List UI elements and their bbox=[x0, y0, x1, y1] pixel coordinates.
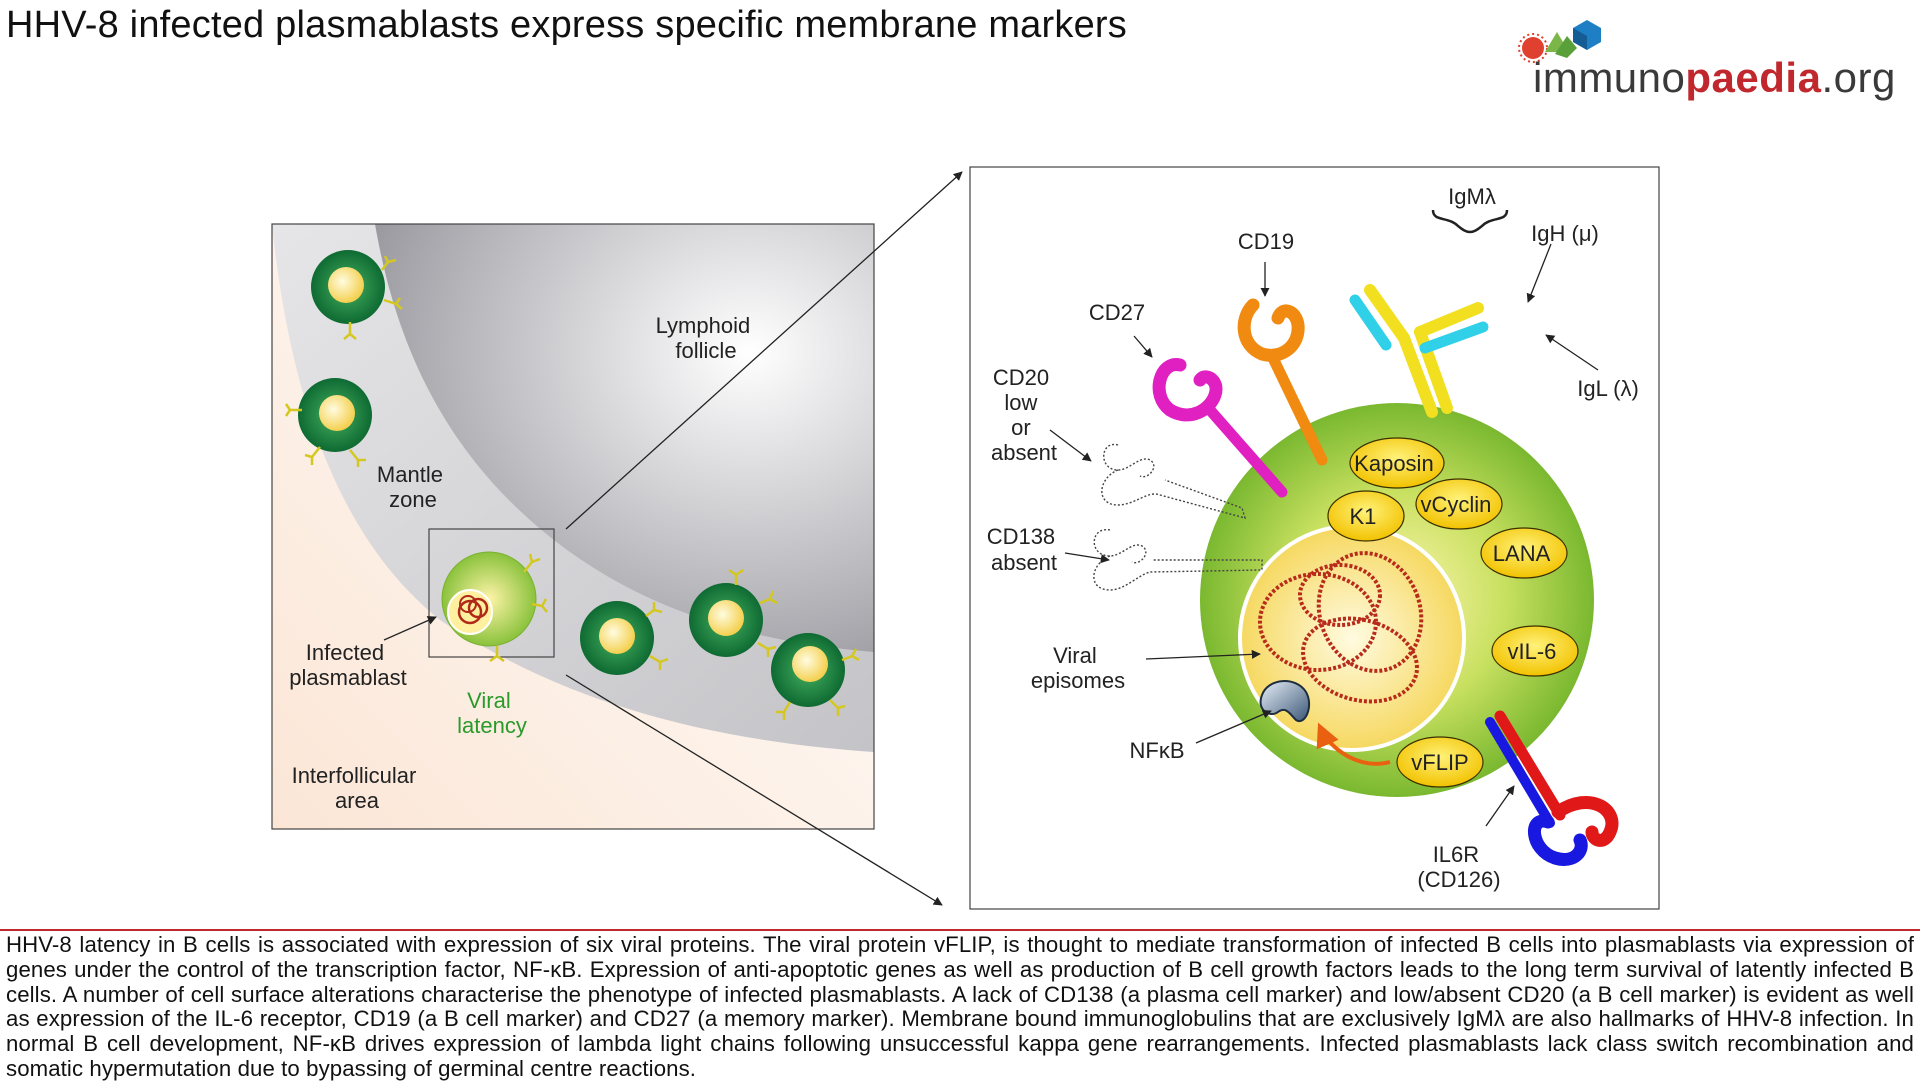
b-cell bbox=[771, 633, 860, 720]
label-cd20: CD20 low or absent bbox=[991, 365, 1057, 465]
zoom-line-bottom bbox=[565, 674, 943, 906]
label-il6r: IL6R (CD126) bbox=[1417, 842, 1500, 892]
label-cd19: CD19 bbox=[1238, 229, 1294, 254]
kaposin-protein bbox=[1349, 437, 1445, 489]
logo-part-paedia: paedia bbox=[1685, 54, 1822, 101]
cd27-receptor bbox=[1152, 358, 1288, 498]
label-vil6: vIL-6 bbox=[1507, 639, 1556, 664]
cd138-receptor bbox=[1093, 529, 1263, 591]
label-kaposin: Kaposin bbox=[1354, 451, 1434, 476]
logo-graphic bbox=[1518, 20, 1601, 63]
label-igl: IgL (λ) bbox=[1577, 376, 1639, 401]
label-vcyclin: vCyclin bbox=[1420, 492, 1491, 517]
cell-detail-panel: Kaposin K1 vCyclin LANA vIL-6 vFLIP bbox=[969, 166, 1660, 910]
label-viral-latency: Viral latency bbox=[457, 688, 527, 738]
il6r-receptor bbox=[1485, 710, 1619, 866]
logo-part-immuno: immuno bbox=[1533, 54, 1686, 101]
figure-diagram: Lymphoid follicle Mantle zone Infected p… bbox=[271, 166, 1660, 910]
zoom-line-top bbox=[565, 171, 963, 530]
label-interfollicular-area: Interfollicular area bbox=[292, 763, 423, 813]
label-vflip: vFLIP bbox=[1411, 750, 1468, 775]
pointer-arrows bbox=[1049, 243, 1599, 827]
infected-plasmablast-cell bbox=[441, 551, 548, 663]
viral-proteins bbox=[1327, 437, 1579, 788]
b-cell bbox=[284, 378, 372, 467]
label-igh: IgH (μ) bbox=[1531, 221, 1599, 246]
igm-lambda-receptor bbox=[1349, 284, 1489, 418]
k1-protein bbox=[1327, 490, 1405, 542]
label-infected-plasmablast: Infected plasmablast bbox=[289, 640, 406, 690]
lana-protein bbox=[1480, 527, 1568, 579]
label-igm-lambda: IgMλ bbox=[1448, 184, 1496, 209]
label-cd27: CD27 bbox=[1089, 300, 1145, 325]
caption-divider bbox=[0, 929, 1920, 931]
plasmablast-pointer bbox=[383, 616, 437, 641]
zoom-box bbox=[428, 528, 555, 658]
b-cell bbox=[580, 601, 669, 675]
b-cell bbox=[311, 250, 403, 340]
label-lymphoid-follicle: Lymphoid follicle bbox=[656, 313, 757, 363]
nucleus bbox=[1238, 524, 1466, 752]
vil6-protein bbox=[1491, 625, 1579, 677]
lymphoid-follicle-region bbox=[375, 224, 874, 652]
label-mantle-zone: Mantle zone bbox=[377, 462, 449, 512]
label-nfkb: NFκB bbox=[1130, 738, 1185, 763]
logo-part-org: .org bbox=[1821, 54, 1896, 101]
label-lana: LANA bbox=[1493, 541, 1551, 566]
page-title: HHV-8 infected plasmablasts express spec… bbox=[6, 4, 1127, 46]
vflip-nfkb-arrow bbox=[1316, 722, 1391, 766]
label-cd138: CD138 absent bbox=[987, 524, 1062, 575]
viral-episomes bbox=[1258, 551, 1424, 704]
logo-cubes-icon bbox=[1518, 20, 1601, 63]
igm-brace bbox=[1431, 209, 1509, 234]
vcyclin-protein bbox=[1415, 478, 1503, 530]
vflip-protein bbox=[1396, 736, 1484, 788]
logo-text[interactable]: immunopaedia.org bbox=[1533, 54, 1896, 102]
b-cell bbox=[689, 568, 778, 657]
cd19-receptor bbox=[1237, 298, 1328, 466]
label-viral-episomes: Viral episomes bbox=[1031, 643, 1125, 693]
caption-text: HHV-8 latency in B cells is associated w… bbox=[6, 932, 1914, 1081]
label-k1: K1 bbox=[1349, 504, 1376, 529]
protein-labels: Kaposin K1 vCyclin LANA vIL-6 vFLIP bbox=[1349, 451, 1562, 775]
tissue-panel: Lymphoid follicle Mantle zone Infected p… bbox=[271, 171, 963, 906]
